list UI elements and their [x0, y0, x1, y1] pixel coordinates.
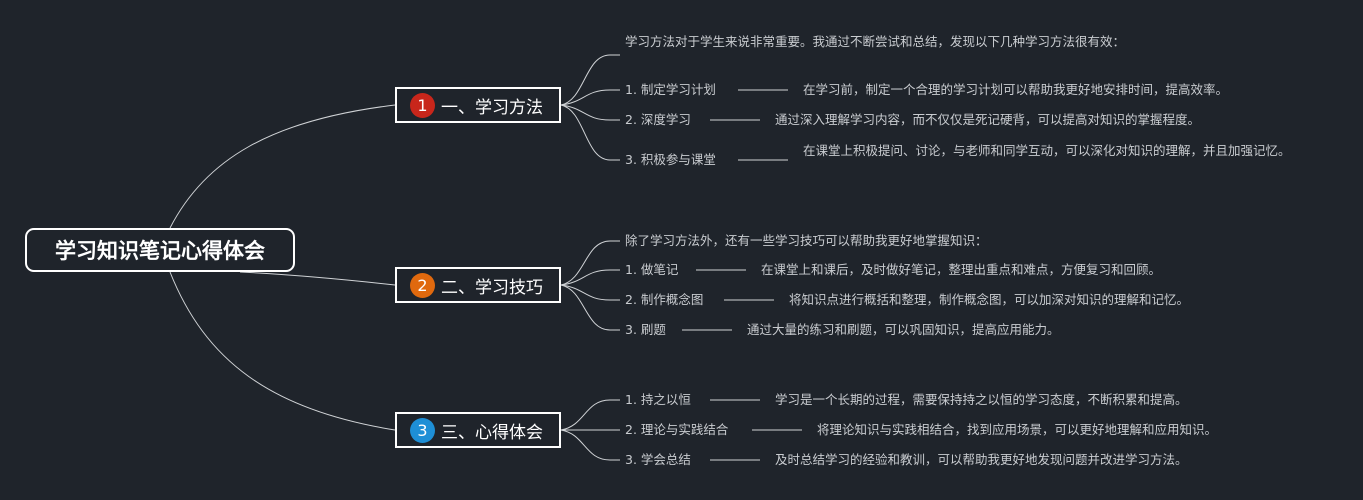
topic-description: 学习是一个长期的过程，需要保持持之以恒的学习态度，不断积累和提高。 — [775, 392, 1188, 407]
branch-title: 一、学习方法 — [441, 97, 543, 118]
branch-reflections[interactable]: 3 三、心得体会 — [395, 412, 561, 448]
branch-title: 三、心得体会 — [441, 422, 543, 443]
branch-learning-skills[interactable]: 2 二、学习技巧 — [395, 267, 561, 303]
topic-description: 在课堂上积极提问、讨论，与老师和同学互动，可以深化对知识的理解，并且加强记忆。 — [803, 143, 1291, 158]
topic-label[interactable]: 2. 理论与实践结合 — [625, 422, 729, 437]
topic-description: 通过深入理解学习内容，而不仅仅是死记硬背，可以提高对知识的掌握程度。 — [775, 112, 1201, 127]
topic-description: 在学习前，制定一个合理的学习计划可以帮助我更好地安排时间，提高效率。 — [803, 82, 1229, 97]
priority-3-icon: 3 — [410, 417, 435, 443]
branch-intro: 除了学习方法外，还有一些学习技巧可以帮助我更好地掌握知识： — [625, 233, 988, 248]
topic-label[interactable]: 2. 深度学习 — [625, 112, 691, 127]
topic-label[interactable]: 1. 制定学习计划 — [625, 82, 716, 97]
branch-title: 二、学习技巧 — [441, 277, 543, 298]
topic-label[interactable]: 1. 做笔记 — [625, 262, 679, 277]
root-topic[interactable]: 学习知识笔记心得体会 — [25, 228, 295, 272]
topic-description: 通过大量的练习和刷题，可以巩固知识，提高应用能力。 — [747, 322, 1060, 337]
topic-label[interactable]: 1. 持之以恒 — [625, 392, 691, 407]
branch-intro: 学习方法对于学生来说非常重要。我通过不断尝试和总结，发现以下几种学习方法很有效： — [625, 34, 1126, 49]
topic-description: 将知识点进行概括和整理，制作概念图，可以加深对知识的理解和记忆。 — [789, 292, 1190, 307]
priority-2-icon: 2 — [410, 272, 435, 298]
topic-label[interactable]: 3. 刷题 — [625, 322, 666, 337]
topic-label[interactable]: 2. 制作概念图 — [625, 292, 704, 307]
topic-label[interactable]: 3. 学会总结 — [625, 452, 691, 467]
topic-label[interactable]: 3. 积极参与课堂 — [625, 152, 716, 167]
topic-description: 在课堂上和课后，及时做好笔记，整理出重点和难点，方便复习和回顾。 — [761, 262, 1162, 277]
topic-description: 将理论知识与实践相结合，找到应用场景，可以更好地理解和应用知识。 — [817, 422, 1218, 437]
priority-1-icon: 1 — [410, 92, 435, 118]
branch-learning-methods[interactable]: 1 一、学习方法 — [395, 87, 561, 123]
topic-description: 及时总结学习的经验和教训，可以帮助我更好地发现问题并改进学习方法。 — [775, 452, 1188, 467]
